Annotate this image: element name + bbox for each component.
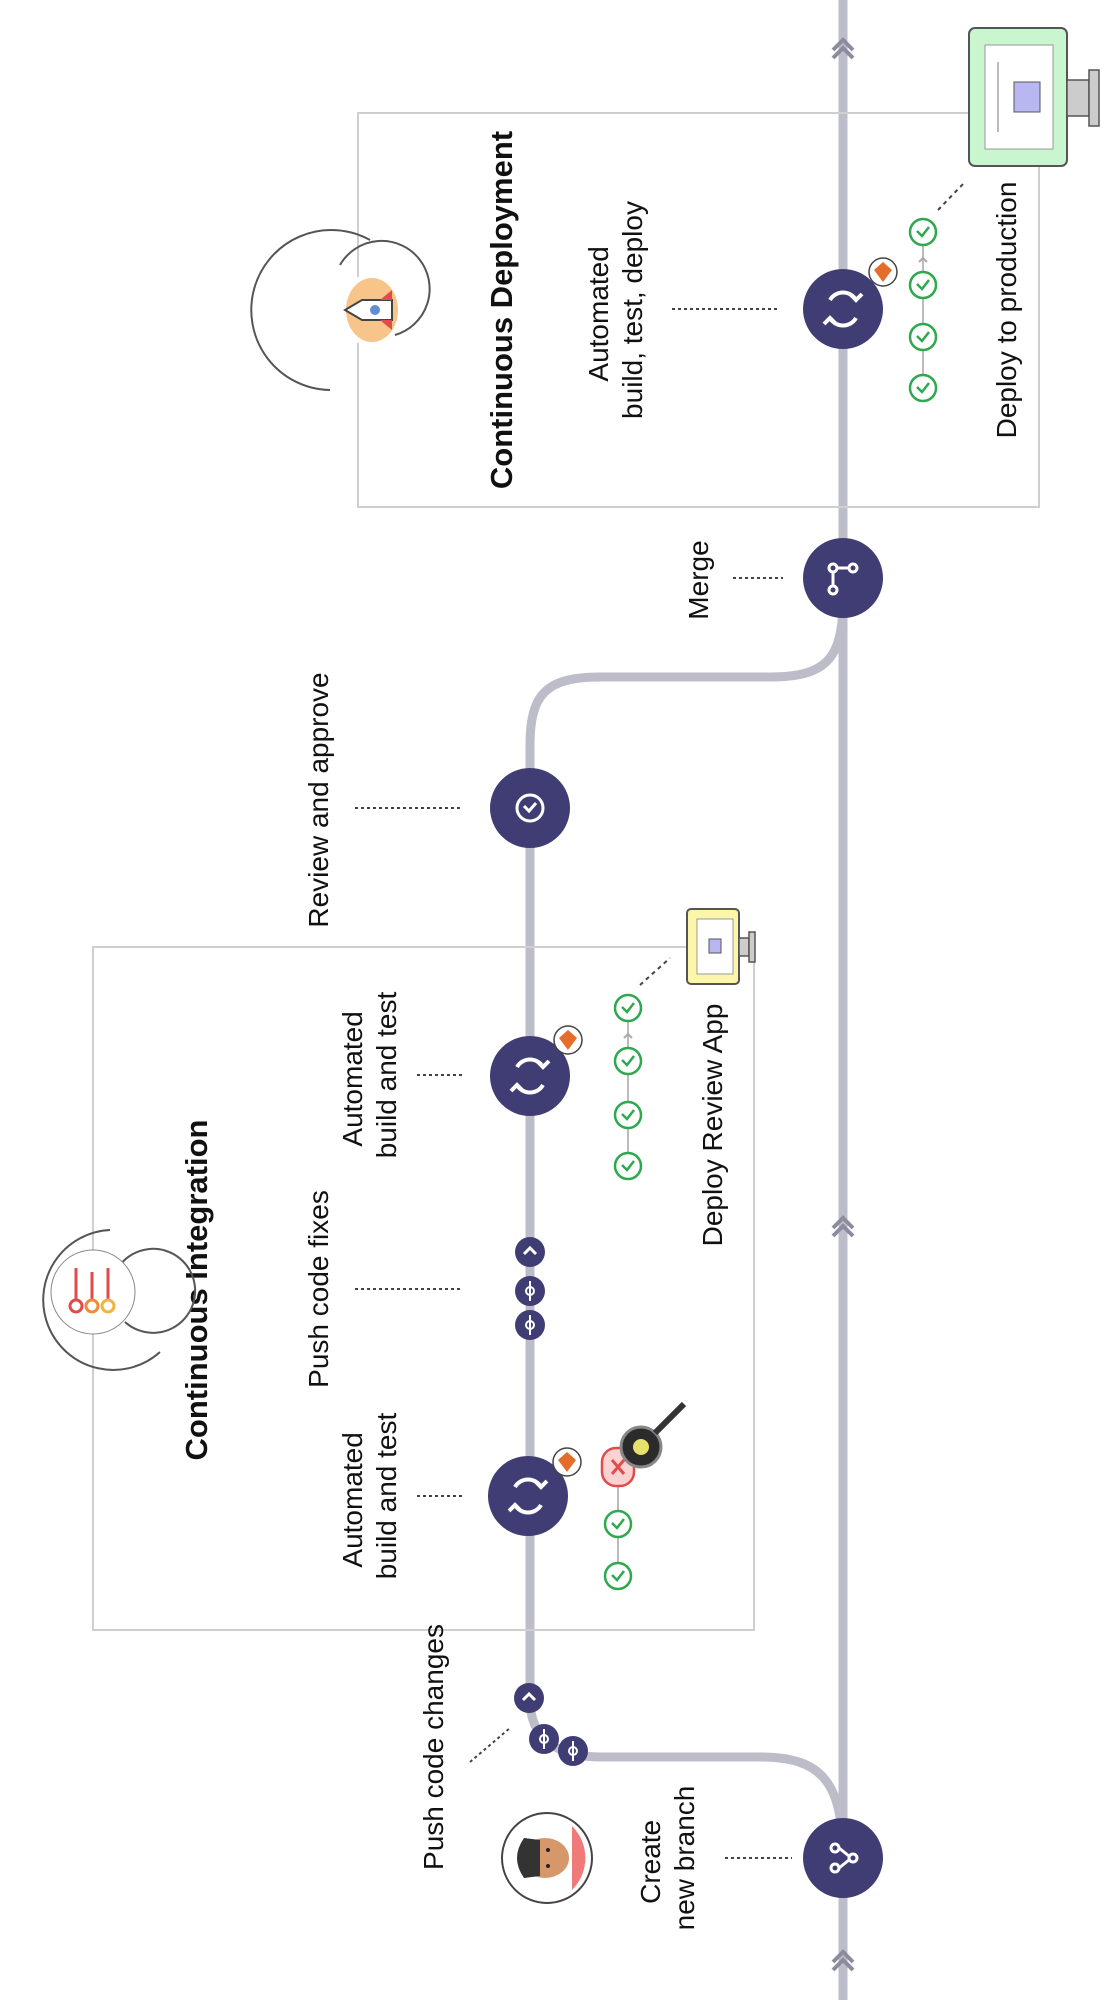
pipeline-status-1	[600, 1401, 687, 1591]
check-icon	[908, 373, 938, 403]
check-icon	[613, 1046, 643, 1076]
push-node[interactable]	[514, 1683, 544, 1713]
ci-build-node-2[interactable]	[490, 1036, 570, 1116]
cd-title: Continuous Deployment	[484, 131, 519, 489]
check-icon	[613, 1100, 643, 1130]
rocket-icon	[343, 278, 398, 342]
create-branch-label: Create new branch	[635, 1786, 700, 1931]
ci-build-node-1[interactable]	[488, 1456, 568, 1536]
check-icon	[908, 322, 938, 352]
check-icon	[908, 270, 938, 300]
fox-icon	[868, 257, 898, 287]
leader-lines	[355, 308, 792, 1859]
sync-icon	[507, 1477, 549, 1515]
bug-magnifier-icon	[619, 1401, 687, 1469]
check-icon	[603, 1561, 633, 1591]
chevron-up-icon	[831, 1215, 855, 1238]
monitor-icon	[686, 908, 756, 985]
feature-branch-track	[525, 599, 848, 1859]
push-changes-label: Push code changes	[418, 1624, 449, 1870]
push-node[interactable]	[515, 1237, 545, 1267]
deploy-review-app-label: Deploy Review App	[697, 1004, 728, 1247]
merge-node[interactable]	[803, 538, 883, 618]
sync-icon	[822, 290, 864, 328]
fox-icon	[552, 1447, 582, 1477]
chevron-up-icon	[831, 1949, 855, 1972]
review-icon	[515, 793, 545, 823]
auto-build-1-label: Automated build and test	[337, 1413, 402, 1580]
commit-icon	[525, 1281, 535, 1301]
monitor-icon	[968, 27, 1100, 167]
check-icon	[908, 217, 938, 247]
deploy-production-label: Deploy to production	[991, 182, 1022, 439]
auto-deploy-label: Automated build, test, deploy	[583, 201, 648, 419]
sync-icon	[509, 1057, 551, 1095]
push-fixes-label: Push code fixes	[303, 1190, 334, 1388]
ci-title: Continuous Integration	[179, 1120, 214, 1461]
merge-label: Merge	[683, 540, 714, 619]
review-label: Review and approve	[303, 672, 334, 927]
cd-cycle-icon	[250, 229, 431, 391]
ci-cycle-icon	[42, 1229, 197, 1371]
commit-node[interactable]	[529, 1724, 559, 1754]
check-icon	[603, 1509, 633, 1539]
create-branch-node[interactable]	[803, 1818, 883, 1898]
merge-icon	[827, 562, 859, 596]
branch-icon	[829, 1842, 859, 1874]
deploy-build-node[interactable]	[803, 269, 883, 349]
check-icon	[613, 1151, 643, 1181]
commit-icon	[539, 1729, 549, 1749]
auto-build-2-label: Automated build and test	[337, 992, 402, 1159]
commit-node[interactable]	[515, 1276, 545, 1306]
review-node[interactable]	[490, 768, 570, 848]
pipeline-status-2	[613, 957, 671, 1181]
fox-icon	[553, 1025, 583, 1055]
chevron-up-icon	[831, 37, 855, 60]
commit-icon	[568, 1741, 578, 1761]
commit-icon	[525, 1315, 535, 1335]
commit-node[interactable]	[558, 1736, 588, 1766]
commit-node[interactable]	[515, 1310, 545, 1340]
pipeline-status-deploy	[908, 181, 966, 403]
check-icon	[613, 993, 643, 1023]
developer-avatar	[501, 1812, 593, 1904]
